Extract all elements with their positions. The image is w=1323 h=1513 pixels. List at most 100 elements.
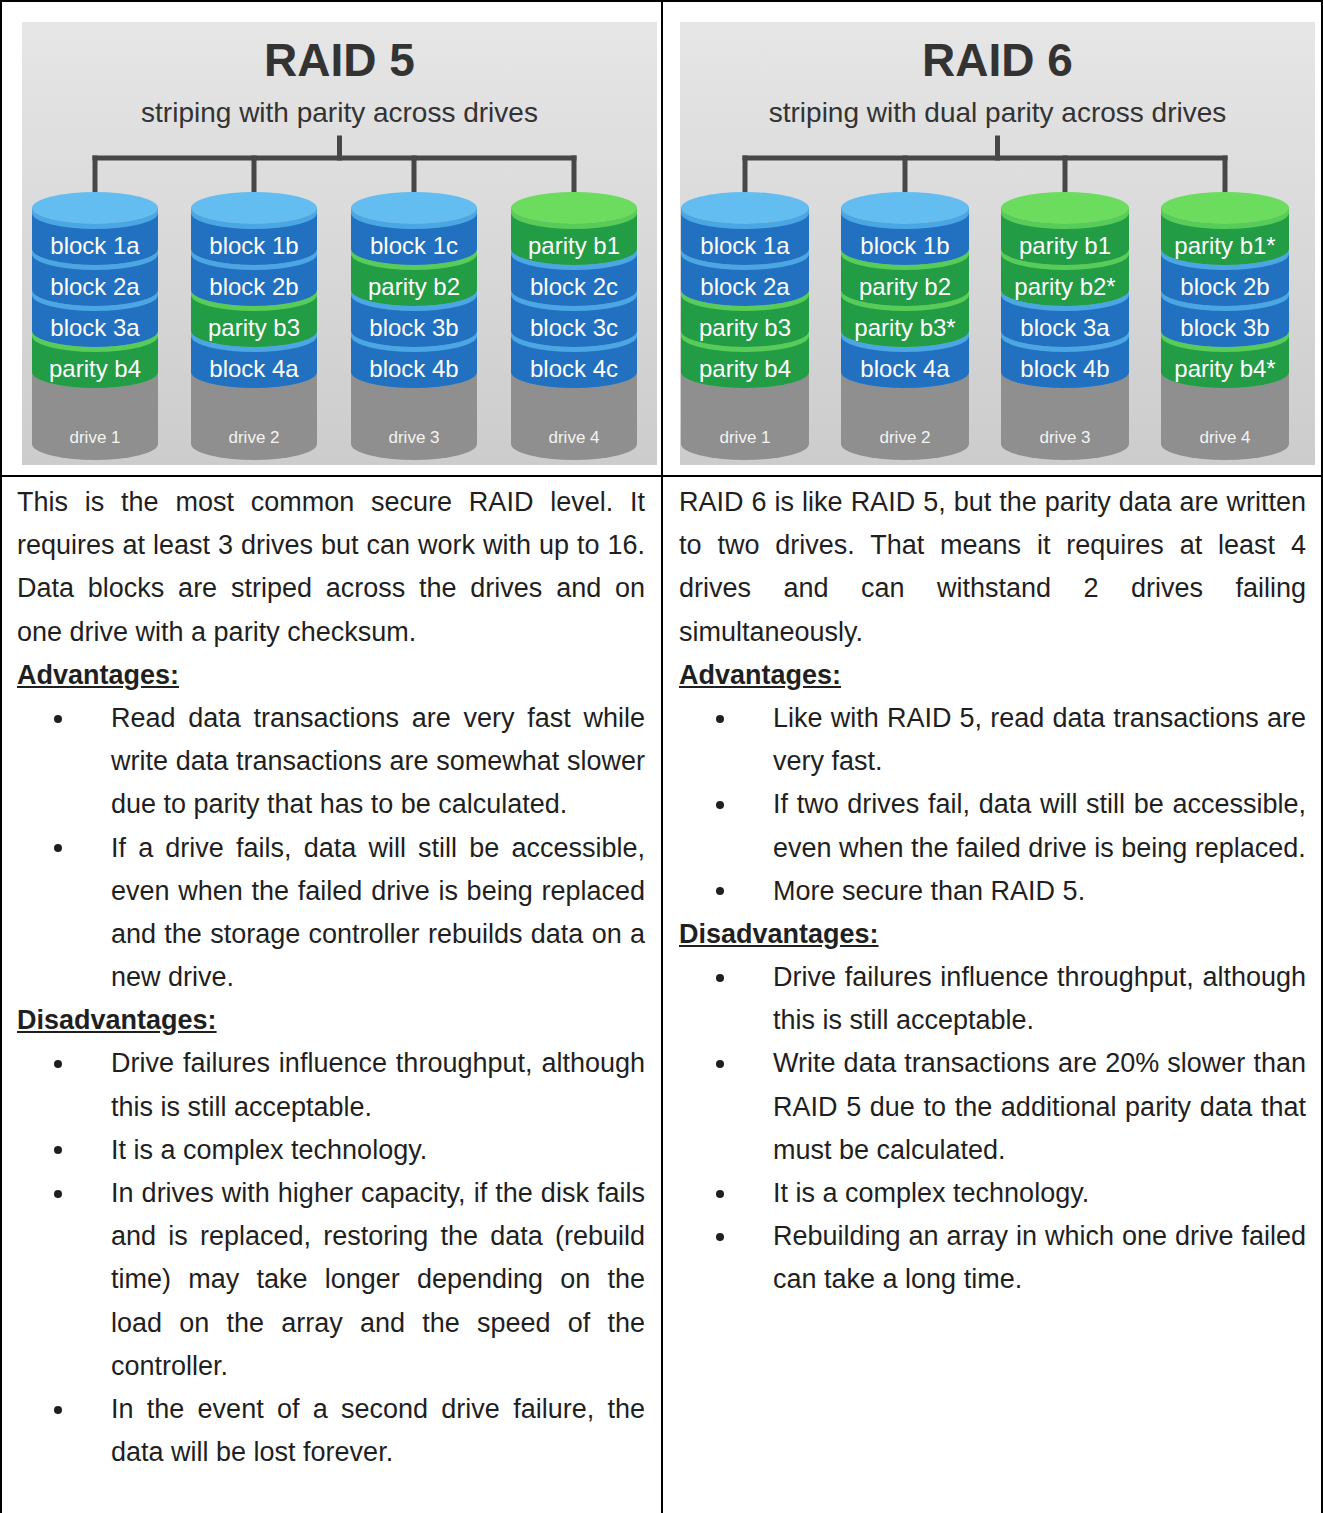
bullet-text: Rebuilding an array in which one drive f… [773,1215,1306,1301]
drive-shell [1001,208,1129,460]
band-rim [191,290,317,347]
bullet-dot [716,1190,724,1198]
bullet-dot [716,1233,724,1241]
parity-band: parity b2 [841,249,969,306]
band-label-slot: block 3b [1161,290,1289,347]
band-label-slot: block 3c [511,290,637,347]
band-rim [351,290,477,347]
section-heading: Advantages: [679,654,1306,697]
bullet-text: In drives with higher capacity, if the d… [111,1172,645,1388]
drive-label: drive 1 [719,428,770,448]
block-label: block 2a [700,273,789,301]
band-face [841,336,969,388]
band-label-slot: parity b1 [511,208,637,265]
parity-band: parity b1 [511,208,637,265]
band-label-slot: parity b2* [1001,249,1129,306]
intro-paragraph: This is the most common secure RAID leve… [17,481,645,654]
drive-cylinder: drive 2block 1bparity b2parity b3*block … [841,192,969,460]
data-band: block 2a [32,249,158,306]
band-label-slot: block 4c [511,331,637,388]
bullet-text: Read data transactions are very fast whi… [111,697,645,827]
data-band: block 4b [1001,331,1129,388]
bullet-text: More secure than RAID 5. [773,870,1306,913]
section-heading: Advantages: [17,654,645,697]
block-label: block 3a [1020,314,1109,342]
block-label: block 2a [50,273,139,301]
band-face [511,254,637,306]
data-band: block 3a [1001,290,1129,347]
drive-label: drive 3 [388,428,439,448]
bus-line [745,156,1225,161]
drive-cap [511,192,637,224]
parity-band: parity b2 [351,249,477,306]
block-label: block 4a [860,355,949,383]
data-band: block 4a [191,331,317,388]
bullet-text: It is a complex technology. [111,1129,645,1172]
block-label: parity b2 [859,273,951,301]
block-label: block 1c [370,232,458,260]
band-face [191,254,317,306]
band-rim [681,249,809,306]
parity-band: parity b1 [1001,208,1129,265]
data-band: block 1b [191,208,317,265]
bus-line [95,156,574,161]
data-band: block 3a [32,290,158,347]
band-rim [1161,290,1289,347]
bullet-dot [716,715,724,723]
data-band: block 3b [1161,290,1289,347]
block-label: parity b1* [1174,232,1275,260]
band-rim [32,290,158,347]
list-item: If two drives fail, data will still be a… [679,783,1306,869]
drive-cap [841,192,969,224]
drive-cylinder: drive 1block 1ablock 2aparity b3parity b… [681,192,809,460]
bullet-dot [716,887,724,895]
band-label-slot: block 2b [191,249,317,306]
block-label: parity b3 [699,314,791,342]
block-label: block 4b [1020,355,1109,383]
panel-title: RAID 6 [680,34,1315,86]
band-label-slot: block 4b [351,331,477,388]
parity-band: parity b3 [191,290,317,347]
drive-cylinder: drive 2block 1bblock 2bparity b3block 4a [191,192,317,460]
drive-cylinder: drive 1block 1ablock 2ablock 3aparity b4 [32,192,158,460]
block-label: parity b2* [1014,273,1115,301]
band-label-slot: parity b2 [841,249,969,306]
band-face [681,336,809,388]
band-rim [681,208,809,265]
list-item: If a drive fails, data will still be acc… [17,827,645,1000]
list-item: Drive failures influence throughput, alt… [17,1042,645,1128]
band-rim [351,331,477,388]
band-face [1001,254,1129,306]
band-label-slot: parity b3 [681,290,809,347]
band-label-slot: block 4a [191,331,317,388]
drive-label: drive 2 [879,428,930,448]
drive-cap [1161,192,1289,224]
band-rim [841,290,969,347]
band-rim [1001,208,1129,265]
bullet-dot [716,974,724,982]
bullet-dot [54,844,62,852]
band-rim [511,208,637,265]
band-rim [1001,331,1129,388]
band-face [841,295,969,347]
band-rim [511,331,637,388]
band-label-slot: block 3a [1001,290,1129,347]
drive-shell [351,208,477,460]
section-heading: Disadvantages: [679,913,1306,956]
band-rim [1001,249,1129,306]
band-rim [511,249,637,306]
band-face [511,295,637,347]
drive-shell [841,208,969,460]
block-label: block 2b [209,273,298,301]
band-rim [1161,331,1289,388]
data-band: block 2b [1161,249,1289,306]
band-face [351,295,477,347]
description-cell: RAID 6 is like RAID 5, but the parity da… [662,477,1323,1513]
drive-cap [351,192,477,224]
block-label: parity b4* [1174,355,1275,383]
data-band: block 4a [841,331,969,388]
block-label: block 1b [209,232,298,260]
band-face [841,254,969,306]
drive-cylinder: drive 3parity b1parity b2*block 3ablock … [1001,192,1129,460]
